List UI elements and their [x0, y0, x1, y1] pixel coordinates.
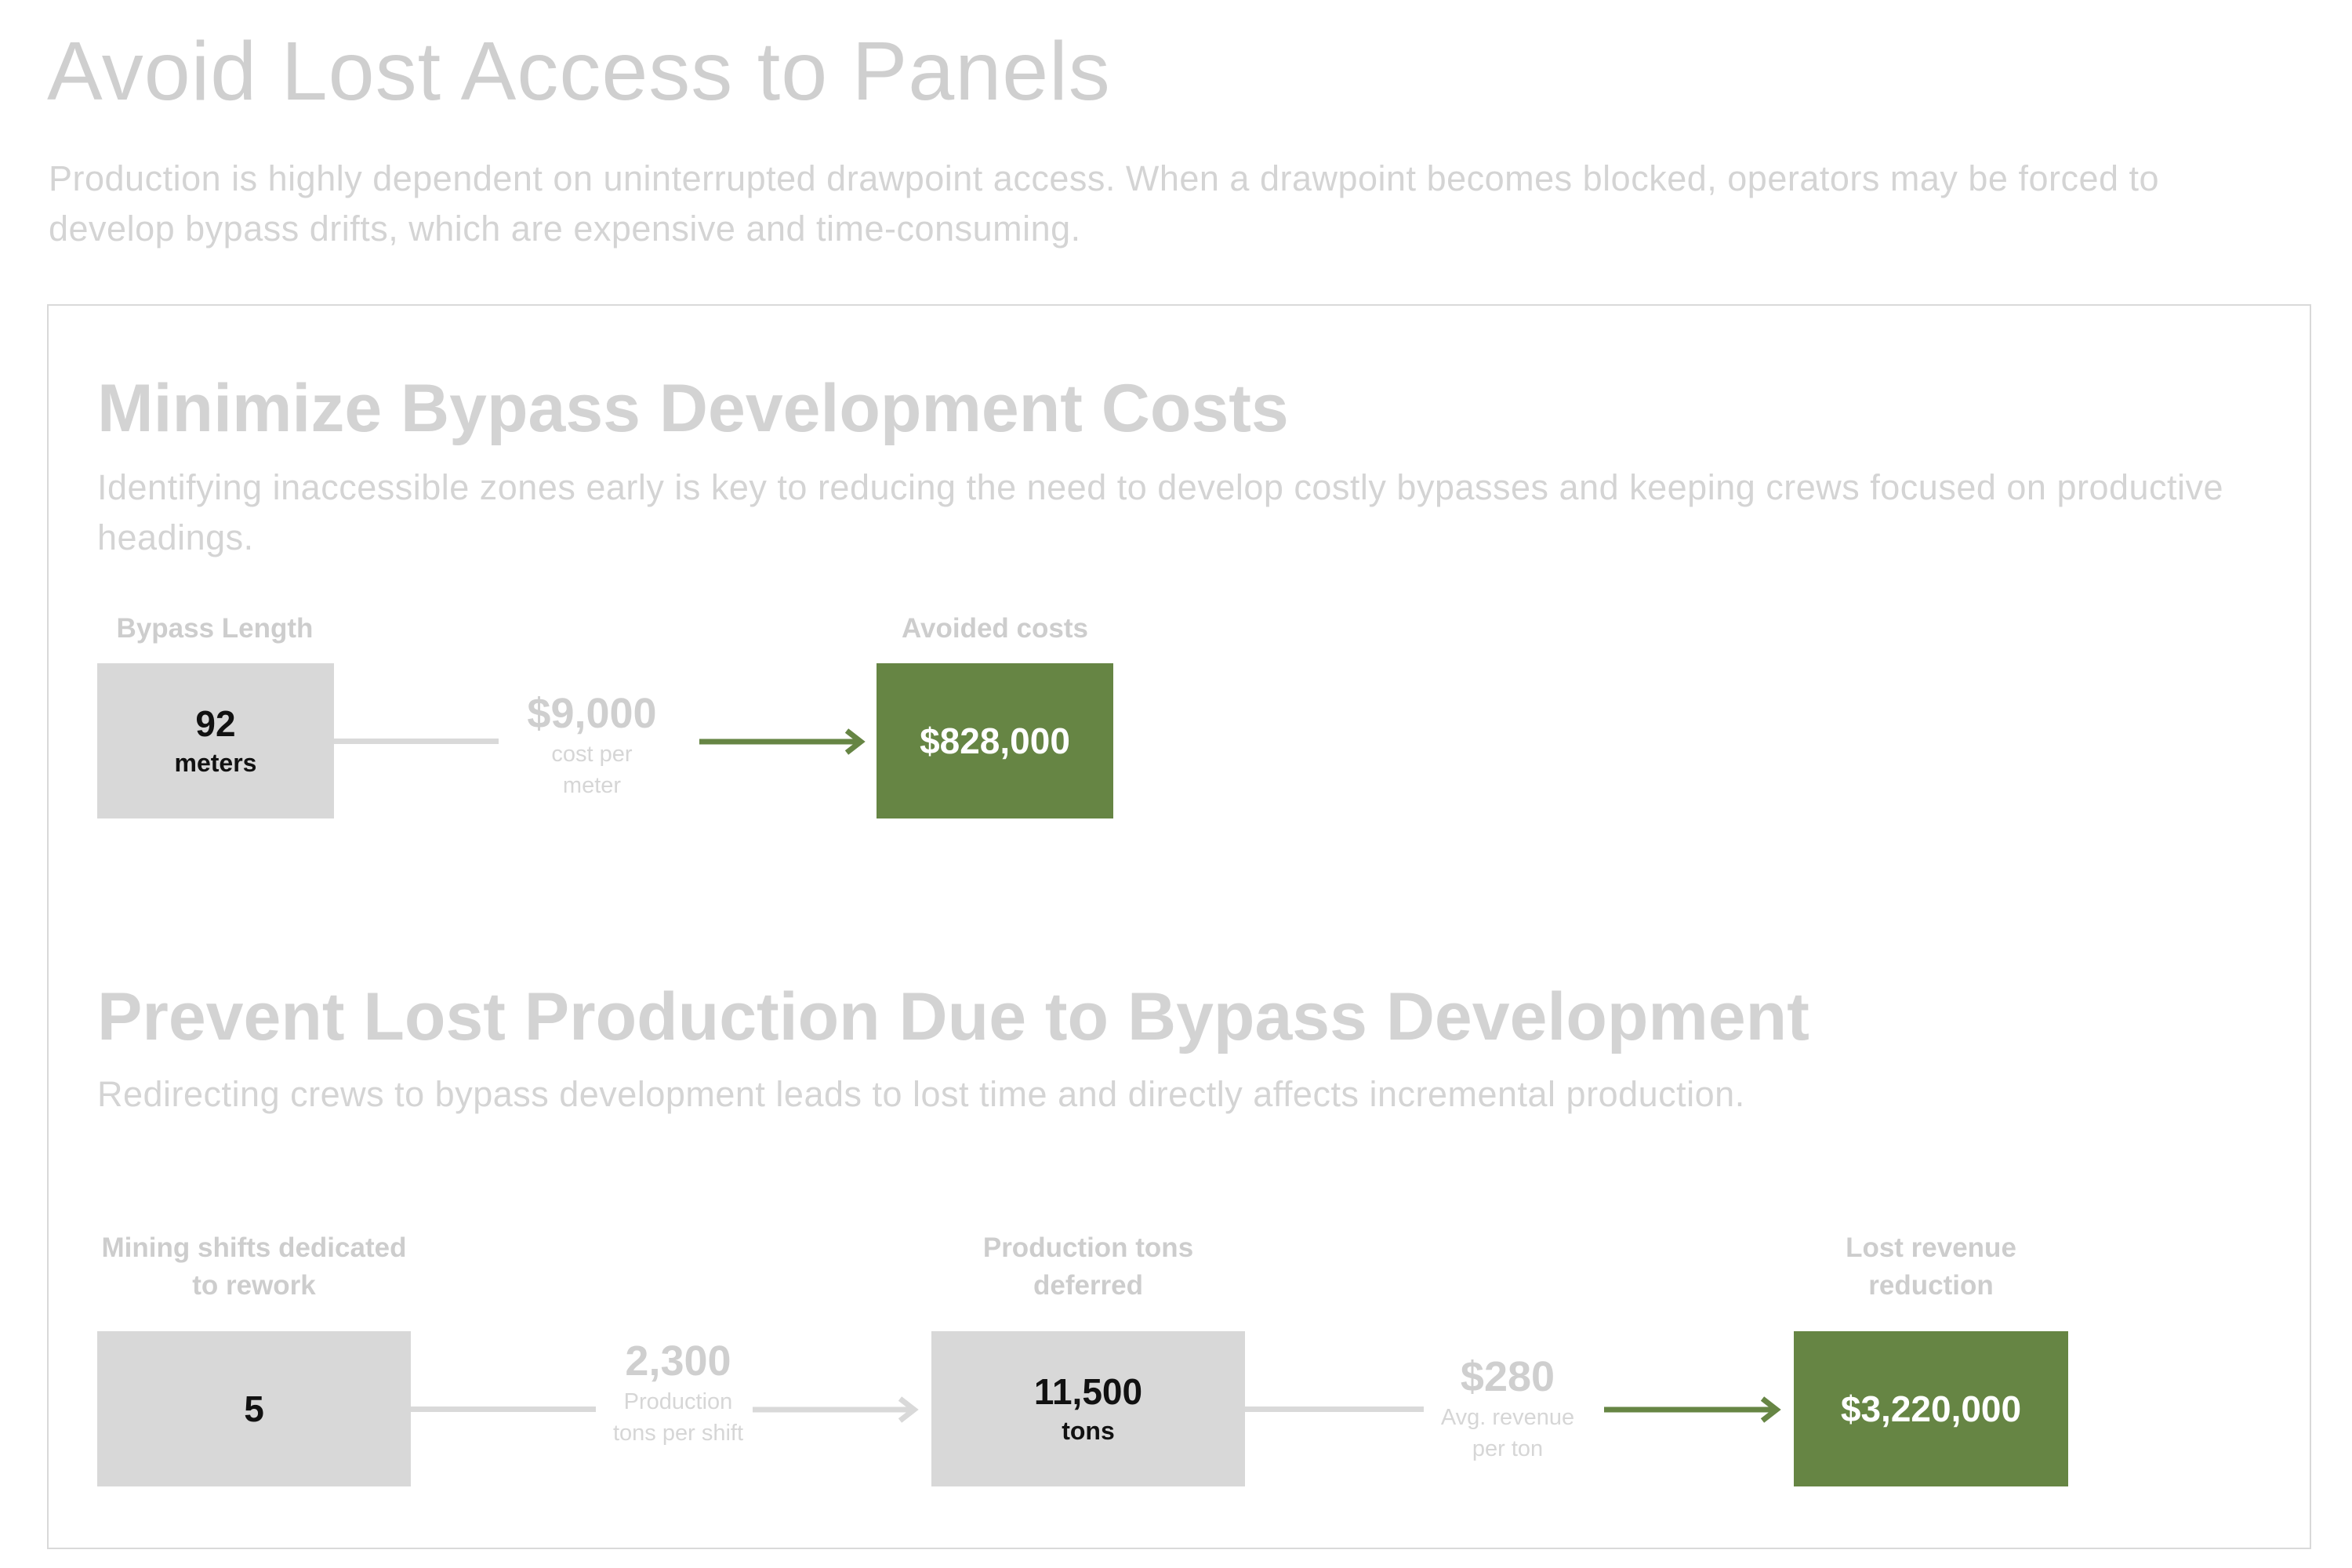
- calculation-panel: Minimize Bypass Development Costs Identi…: [47, 304, 2311, 1549]
- avoided-costs-value: $828,000: [920, 720, 1070, 761]
- section-lost-production-title: Prevent Lost Production Due to Bypass De…: [97, 979, 1809, 1054]
- lost-revenue-label: Lost revenue reduction: [1846, 1232, 2016, 1301]
- cost-per-meter-multiplier: $9,000 cost per meter: [502, 688, 682, 801]
- section-bypass-costs-description: Identifying inaccessible zones early is …: [97, 467, 2224, 557]
- revenue-per-ton-multiplier: $280 Avg. revenue per ton: [1425, 1352, 1590, 1465]
- page-intro: Production is highly dependent on uninte…: [49, 158, 2160, 249]
- avoided-costs-label: Avoided costs: [902, 613, 1088, 644]
- mining-shifts-value: 5: [244, 1388, 264, 1429]
- tons-deferred-label: Production tons deferred: [982, 1232, 1194, 1301]
- revenue-per-ton-value: $280: [1460, 1353, 1555, 1400]
- revenue-per-ton-caption: Avg. revenue per ton: [1440, 1405, 1575, 1461]
- section-lost-production-description: Redirecting crews to bypass development …: [97, 1074, 1745, 1114]
- tons-per-shift-value: 2,300: [625, 1338, 731, 1385]
- result-arrow-icon: [699, 728, 866, 755]
- section-bypass-costs-title: Minimize Bypass Development Costs: [97, 371, 1289, 446]
- lost-revenue-value: $3,220,000: [1840, 1388, 2022, 1429]
- tons-deferred-unit: tons: [1062, 1417, 1115, 1445]
- result-arrow-icon: [1604, 1396, 1781, 1423]
- tons-deferred-box: 11,500 tons: [931, 1331, 1245, 1486]
- mining-shifts-box: 5: [97, 1331, 411, 1486]
- tons-per-shift-caption: Production tons per shift: [612, 1389, 744, 1446]
- connector-line: [334, 739, 499, 744]
- connector-line: [1245, 1406, 1424, 1412]
- tons-deferred-value: 11,500: [1033, 1371, 1143, 1412]
- connector-line: [411, 1406, 596, 1412]
- bypass-length-unit: meters: [174, 749, 257, 777]
- bypass-length-value: 92: [195, 703, 236, 744]
- lost-revenue-box: $3,220,000: [1794, 1331, 2068, 1486]
- mining-shifts-label: Mining shifts dedicated to rework: [101, 1232, 407, 1301]
- cost-per-meter-caption: cost per meter: [551, 742, 633, 798]
- arrow-right-icon: [753, 1396, 919, 1423]
- tons-per-shift-multiplier: 2,300 Production tons per shift: [596, 1336, 760, 1449]
- bypass-length-box: 92 meters: [97, 663, 334, 818]
- avoided-costs-box: $828,000: [877, 663, 1113, 818]
- page-title: Avoid Lost Access to Panels: [47, 25, 1111, 118]
- cost-per-meter-value: $9,000: [527, 690, 657, 737]
- bypass-length-label: Bypass Length: [116, 613, 314, 644]
